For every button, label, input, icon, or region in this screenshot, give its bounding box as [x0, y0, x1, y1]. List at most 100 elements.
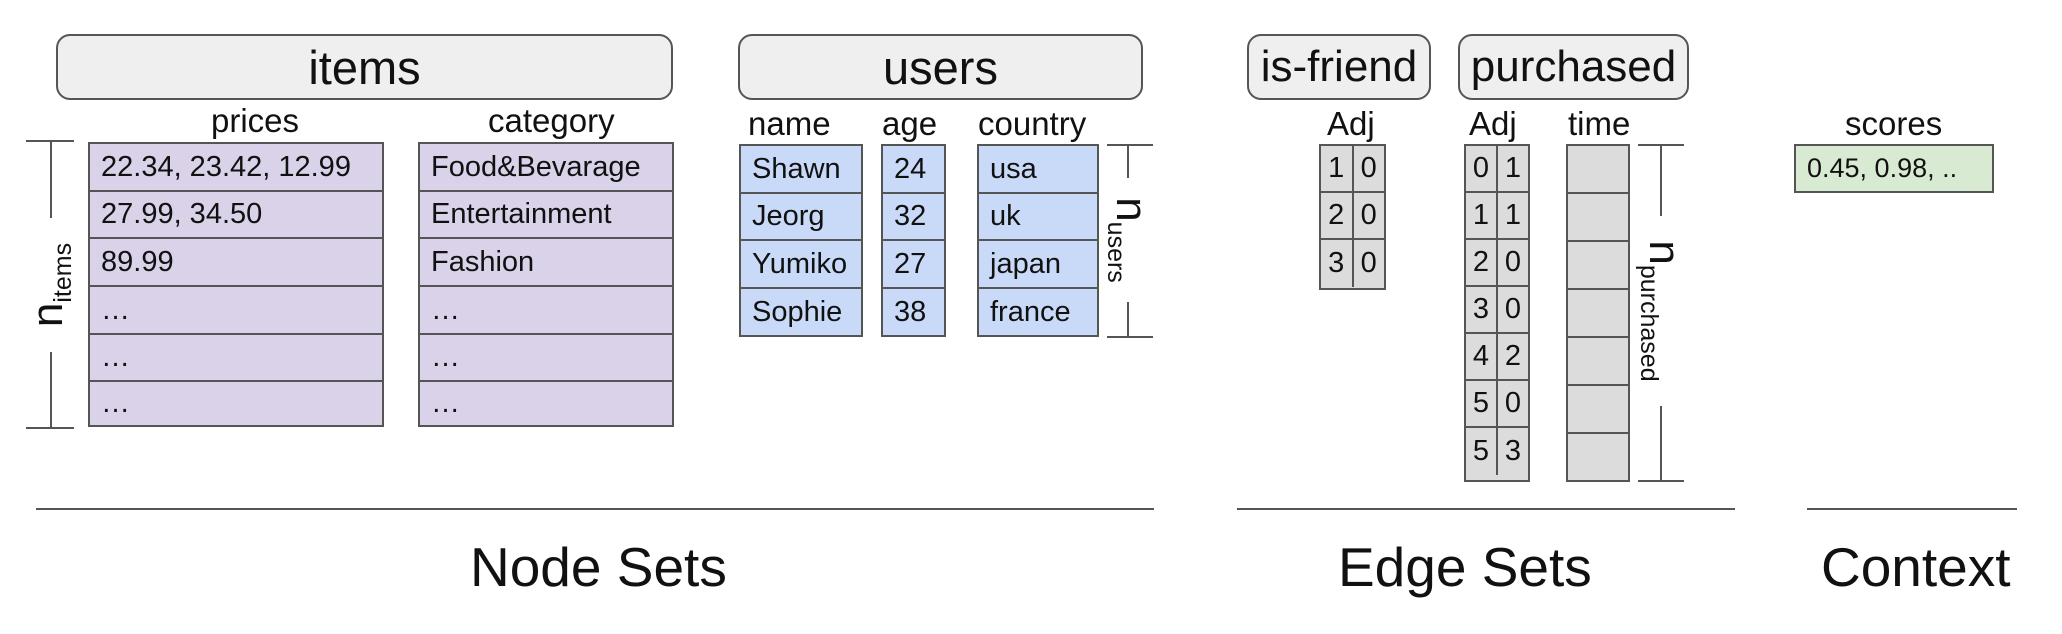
adj-target-cell: 1 [1504, 199, 1522, 231]
prices-cell: … [90, 287, 382, 335]
scores-table: 0.45, 0.98, .. [1794, 144, 1994, 193]
scores-label: scores [1845, 105, 1943, 142]
purchased-dim-n: n [1639, 240, 1689, 265]
country-cell: usa [979, 146, 1097, 194]
name-label: name [748, 105, 831, 142]
prices-cell: … [90, 335, 382, 382]
time-cell [1568, 194, 1628, 242]
adj-target-cell: 2 [1504, 340, 1522, 372]
items-dim-label: nitems [23, 242, 77, 328]
purchased-header: purchased [1458, 34, 1689, 100]
prices-cell: 89.99 [90, 239, 382, 287]
prices-cell: 27.99, 34.50 [90, 192, 382, 239]
purchased-dim-sub: purchased [1635, 264, 1664, 382]
purchased-dim-line-bottom [1660, 406, 1662, 482]
items-dim-bottom-tick [26, 427, 74, 429]
country-table: usa uk japan france [977, 144, 1099, 337]
users-title: users [883, 40, 998, 94]
prices-cell: 22.34, 23.42, 12.99 [90, 144, 382, 192]
adj-row: 3 0 [1321, 240, 1384, 287]
adj-source-cell: 2 [1321, 193, 1354, 238]
users-dim-line-bottom [1127, 302, 1129, 337]
adj-target-cell: 1 [1504, 152, 1522, 184]
time-label: time [1568, 105, 1631, 142]
users-dim-line-top [1127, 144, 1129, 178]
adj-source-cell: 3 [1321, 240, 1354, 287]
time-cell [1568, 290, 1628, 338]
age-cell: 24 [883, 146, 944, 194]
adj-target-cell: 0 [1504, 387, 1522, 419]
adj-target-cell: 0 [1504, 246, 1522, 278]
category-cell: Food&Bevarage [420, 144, 672, 192]
adj-row: 1 0 [1321, 146, 1384, 193]
country-cell: uk [979, 194, 1097, 241]
adj-target-cell: 0 [1360, 152, 1377, 184]
adj-source-cell: 4 [1466, 334, 1498, 379]
name-cell: Shawn [741, 146, 861, 194]
prices-table: 22.34, 23.42, 12.99 27.99, 34.50 89.99 …… [88, 142, 384, 427]
node-sets-divider [36, 508, 1154, 510]
adj-row: 2 0 [1321, 193, 1384, 240]
category-cell: Fashion [420, 239, 672, 287]
context-divider [1807, 508, 2017, 510]
users-dim-label: nusers [1102, 197, 1156, 283]
name-table: Shawn Jeorg Yumiko Sophie [739, 144, 863, 337]
items-dim-sub: items [48, 242, 77, 303]
users-dim-n: n [1106, 197, 1156, 222]
items-title: items [308, 40, 421, 94]
items-dim-line-top [50, 140, 52, 218]
category-cell: Entertainment [420, 192, 672, 239]
context-label: Context [1821, 536, 2011, 598]
edge-sets-divider [1237, 508, 1735, 510]
time-cell [1568, 386, 1628, 434]
prices-cell: … [101, 387, 130, 419]
users-dim-top-tick [1107, 144, 1153, 146]
purchased-dim-line-top [1660, 144, 1662, 216]
items-header: items [56, 34, 673, 100]
adj-source-cell: 0 [1466, 146, 1498, 191]
adj-source-cell: 1 [1321, 146, 1354, 191]
age-cell: 27 [883, 241, 944, 289]
purchased-adj-label: Adj [1469, 105, 1517, 142]
name-cell: Yumiko [741, 241, 861, 289]
adj-source-cell: 5 [1466, 381, 1498, 426]
name-cell: Jeorg [741, 194, 861, 241]
time-cell [1568, 434, 1628, 480]
adj-target-cell: 0 [1504, 293, 1522, 325]
age-label: age [882, 105, 938, 142]
is-friend-title: is-friend [1260, 42, 1418, 91]
age-cell: 38 [894, 295, 927, 328]
adj-source-cell: 5 [1466, 428, 1498, 475]
purchased-title: purchased [1470, 42, 1677, 91]
category-cell: … [431, 387, 460, 419]
adj-target-cell: 3 [1504, 435, 1522, 467]
age-cell: 32 [883, 194, 944, 241]
adj-target-cell: 0 [1360, 199, 1377, 231]
time-table [1566, 144, 1630, 482]
users-header: users [738, 34, 1143, 100]
users-dim-bottom-tick [1107, 336, 1153, 338]
time-cell [1568, 338, 1628, 386]
items-dim-line-bottom [50, 352, 52, 428]
purchased-dim-label: npurchased [1635, 240, 1689, 382]
category-cell: … [420, 287, 672, 335]
category-table: Food&Bevarage Entertainment Fashion … … … [418, 142, 674, 427]
prices-label: prices [211, 102, 300, 139]
category-label: category [488, 102, 615, 139]
items-dim-n: n [23, 302, 73, 328]
scores-cell: 0.45, 0.98, .. [1807, 153, 1958, 183]
age-table: 24 32 27 38 [881, 144, 946, 337]
node-sets-label: Node Sets [470, 536, 727, 598]
country-cell: japan [979, 241, 1097, 289]
users-dim-sub: users [1102, 221, 1131, 283]
country-cell: france [990, 295, 1071, 328]
adj-target-cell: 0 [1360, 247, 1377, 279]
adj-source-cell: 2 [1466, 240, 1498, 285]
